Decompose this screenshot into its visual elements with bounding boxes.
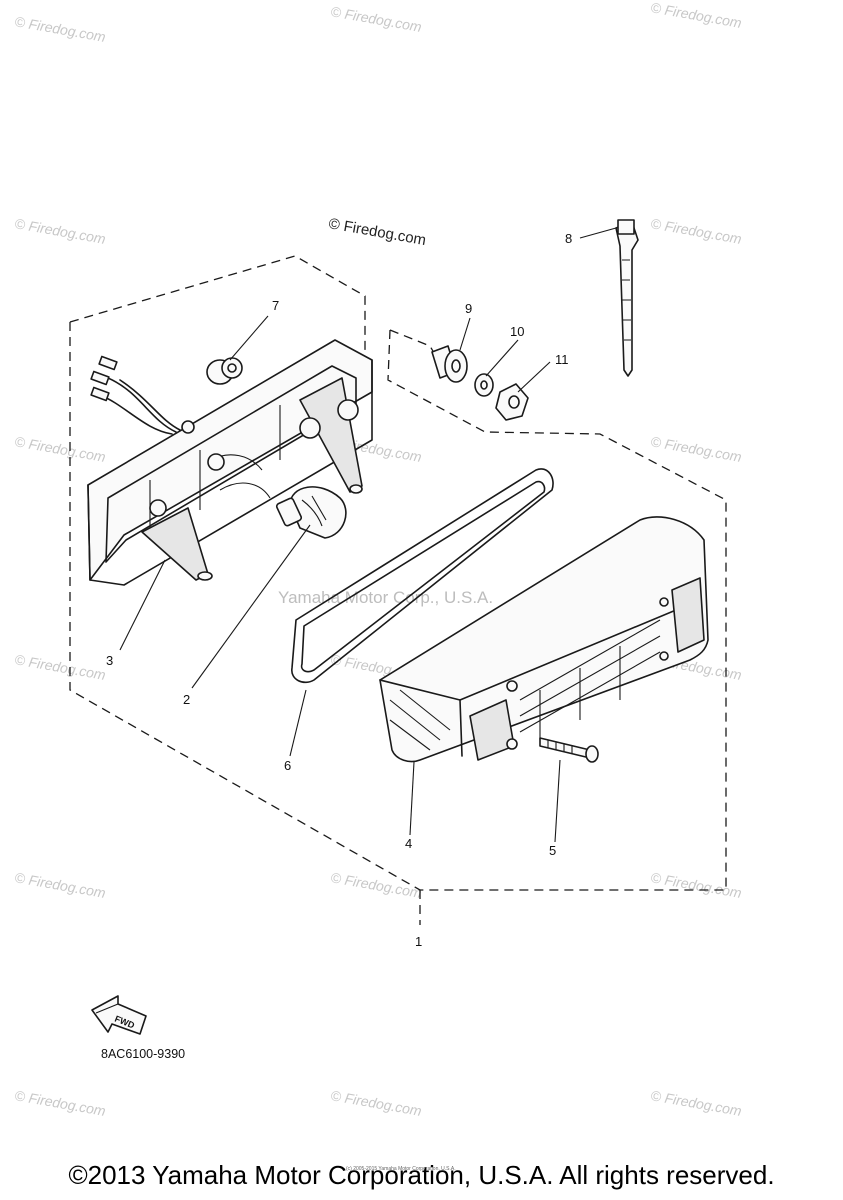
part-screw: [539, 737, 599, 763]
fine-print: (c) 2005-2015 Yamaha Motor Corporation, …: [346, 1166, 456, 1172]
callout-8: 8: [565, 231, 572, 246]
watermark: © Firedog.com: [329, 1087, 423, 1119]
watermark: © Firedog.com: [13, 651, 107, 683]
part-washer: [474, 373, 494, 397]
watermark: © Firedog.com: [13, 433, 107, 465]
callout-9: 9: [465, 301, 472, 316]
watermark: © Firedog.com: [13, 869, 107, 901]
part-lens: [379, 516, 709, 763]
fwd-arrow-icon: FWD: [91, 995, 147, 1035]
part-gasket: [291, 468, 554, 684]
callout-6: 6: [284, 758, 291, 773]
callout-numbers: 1 2 3 4 5 6 7 8 9 10 11: [106, 231, 572, 949]
watermark: © Firedog.com: [649, 1087, 743, 1119]
callout-1: 1: [415, 934, 422, 949]
callout-10: 10: [510, 324, 524, 339]
part-collar: [431, 345, 468, 383]
part-cable-tie: [615, 219, 639, 377]
firedog-diagram-mark: © Firedog.com: [327, 215, 427, 249]
callout-4: 4: [405, 836, 412, 851]
callout-7: 7: [272, 298, 279, 313]
watermark-yamaha: Yamaha Motor Corp., U.S.A.: [278, 588, 493, 607]
part-bulb: [275, 486, 347, 539]
part-nut: [495, 383, 529, 421]
callout-3: 3: [106, 653, 113, 668]
callout-5: 5: [549, 843, 556, 858]
copyright-notice: ©2013 Yamaha Motor Corporation, U.S.A. A…: [68, 1160, 775, 1190]
watermark: © Firedog.com: [649, 0, 743, 31]
watermark: © Firedog.com: [649, 869, 743, 901]
diagram-code: 8AC6100-9390: [101, 1047, 185, 1061]
watermark: © Firedog.com: [13, 1087, 107, 1119]
part-housing: [87, 339, 373, 586]
part-grommet: [206, 357, 243, 385]
watermark: © Firedog.com: [649, 433, 743, 465]
watermark: © Firedog.com: [649, 215, 743, 247]
callout-2: 2: [183, 692, 190, 707]
watermark: © Firedog.com: [13, 13, 107, 45]
leader-lines: [119, 227, 617, 843]
watermark: © Firedog.com: [13, 215, 107, 247]
watermark: © Firedog.com: [329, 3, 423, 35]
watermark: © Firedog.com: [329, 869, 423, 901]
callout-11: 11: [555, 352, 569, 367]
